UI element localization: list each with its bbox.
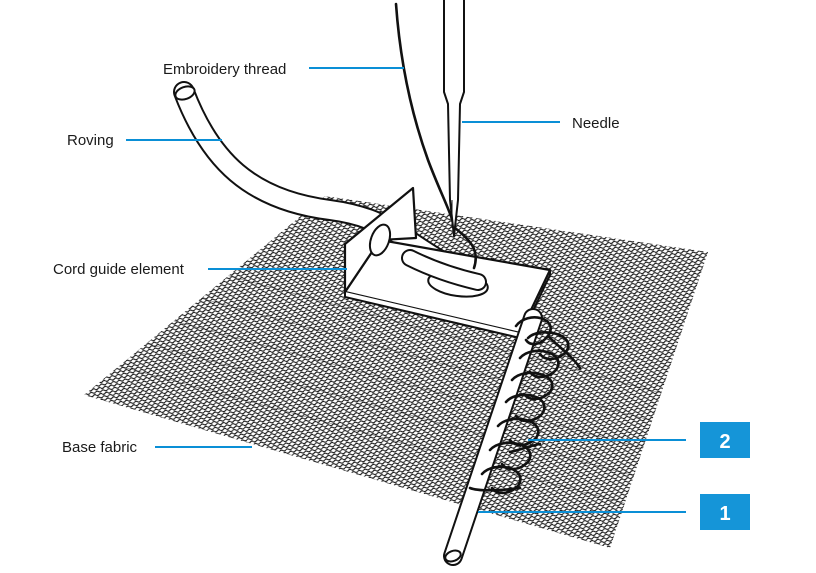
label-base-fabric: Base fabric (62, 439, 138, 456)
stitched-cord (443, 308, 582, 566)
needle (443, 0, 465, 237)
badge-1-number: 1 (719, 503, 730, 525)
badge-1: 1 (700, 494, 750, 530)
leader-lines (126, 67, 686, 513)
embroidery-thread (394, 2, 477, 270)
label-roving: Roving (67, 132, 114, 149)
badge-2-number: 2 (719, 431, 730, 453)
label-needle: Needle (572, 115, 620, 132)
badge-2: 2 (700, 422, 750, 458)
label-cord-guide-element: Cord guide element (53, 261, 185, 278)
cord-guide-element (343, 186, 552, 340)
label-embroidery-thread: Embroidery thread (163, 61, 286, 78)
